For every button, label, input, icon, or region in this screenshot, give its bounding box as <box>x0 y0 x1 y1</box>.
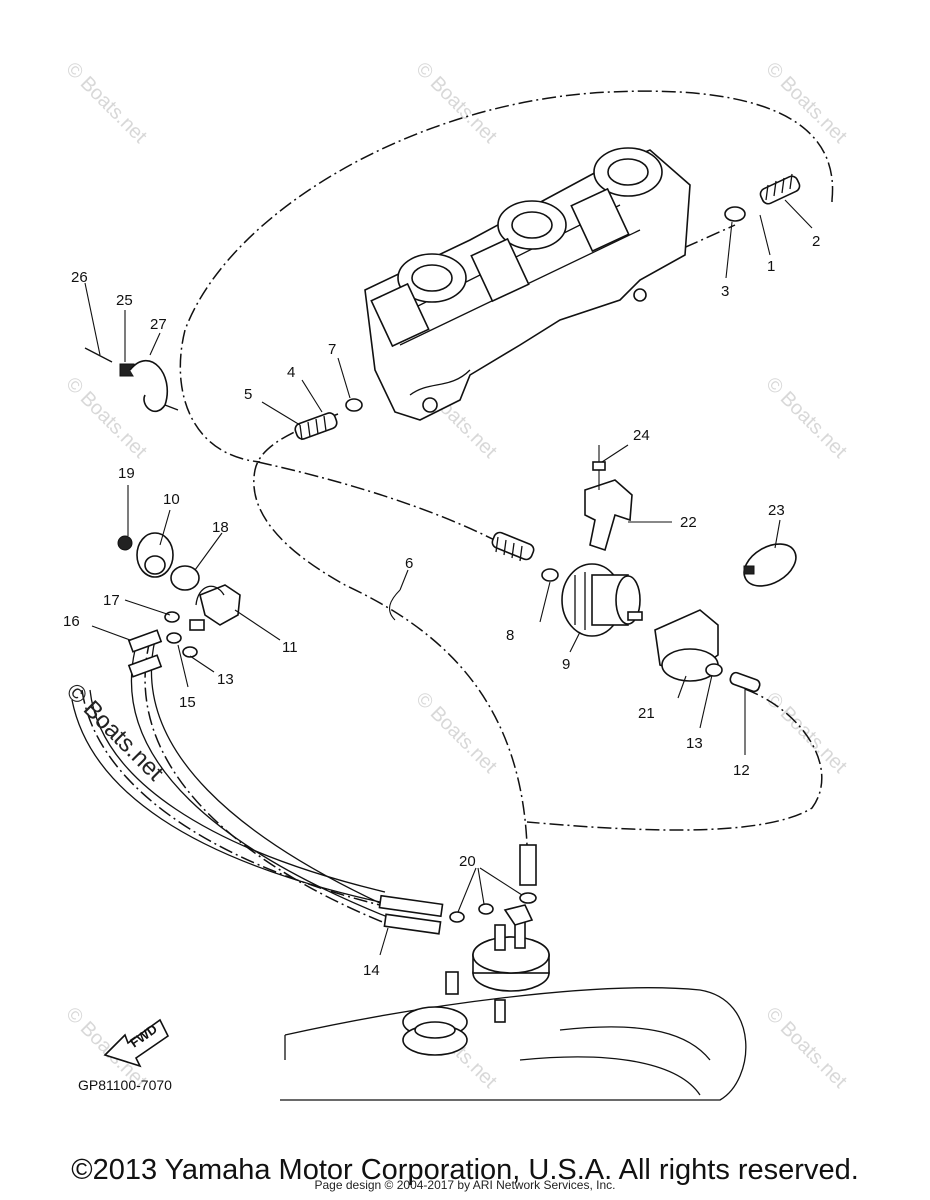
fuel-hoses-16 <box>71 629 444 935</box>
callout-21: 21 <box>638 705 655 722</box>
watermark: © Boats.net <box>761 373 851 463</box>
forward-arrow: FWD <box>103 1018 170 1068</box>
callout-16: 16 <box>63 613 80 630</box>
hose-routing <box>81 90 834 924</box>
watermark: © Boats.net <box>761 688 851 778</box>
callout-14: 14 <box>363 962 380 979</box>
watermark: © Boats.net <box>411 688 501 778</box>
callout-1: 1 <box>767 258 775 275</box>
callout-2: 2 <box>812 233 820 250</box>
callout-11: 11 <box>282 639 298 656</box>
boats-net-watermark: © Boats.net <box>61 678 169 786</box>
part-12-13 <box>705 663 761 693</box>
callout-13b: 13 <box>686 735 703 752</box>
callout-15: 15 <box>179 694 196 711</box>
diagram-code: GP81100-7070 <box>78 1077 172 1093</box>
callout-6: 6 <box>405 555 413 572</box>
part-1-2-3 <box>724 173 801 222</box>
watermark: © Boats.net <box>61 373 151 463</box>
callout-7: 7 <box>328 341 336 358</box>
callout-3: 3 <box>721 283 729 300</box>
callout-20: 20 <box>459 853 476 870</box>
callout-24: 24 <box>633 427 650 444</box>
callout-25: 25 <box>116 292 133 309</box>
callout-23: 23 <box>768 502 785 519</box>
bracket-22 <box>584 445 633 552</box>
clamp-23 <box>743 543 797 587</box>
callout-9: 9 <box>562 656 570 673</box>
callouts: 1 2 3 4 5 6 7 8 9 10 11 12 13 13 14 15 1… <box>63 233 820 979</box>
callout-18: 18 <box>212 519 229 536</box>
callout-10: 10 <box>163 491 180 508</box>
overlay-watermark: © Boats.net <box>61 678 169 786</box>
watermark: © Boats.net <box>411 58 501 148</box>
page-credit: Page design © 2004-2017 by ARI Network S… <box>314 1178 616 1192</box>
copyright-notice: ©2013 Yamaha Motor Corporation, U.S.A. A… <box>71 1154 859 1186</box>
fuel-tank <box>280 844 747 1101</box>
callout-8: 8 <box>506 627 514 644</box>
callout-5: 5 <box>244 386 252 403</box>
watermark: © Boats.net <box>761 58 851 148</box>
part-4-5-7 <box>294 398 363 441</box>
callout-17: 17 <box>103 592 120 609</box>
tie-strap <box>84 347 179 412</box>
carburetor-assembly <box>364 147 691 421</box>
fuel-filter <box>491 531 643 637</box>
callout-19: 19 <box>118 465 135 482</box>
fuel-valve-assembly <box>117 532 241 658</box>
watermark: © Boats.net <box>61 58 151 148</box>
forward-arrow-icon <box>103 1018 170 1068</box>
leader-lines <box>84 199 813 956</box>
callout-22: 22 <box>680 514 697 531</box>
callout-4: 4 <box>287 364 295 381</box>
callout-12: 12 <box>733 762 750 779</box>
watermark: © Boats.net <box>761 1003 851 1093</box>
callout-27: 27 <box>150 316 167 333</box>
callout-26: 26 <box>71 269 88 286</box>
callout-13a: 13 <box>217 671 234 688</box>
filter-bracket <box>654 609 719 682</box>
